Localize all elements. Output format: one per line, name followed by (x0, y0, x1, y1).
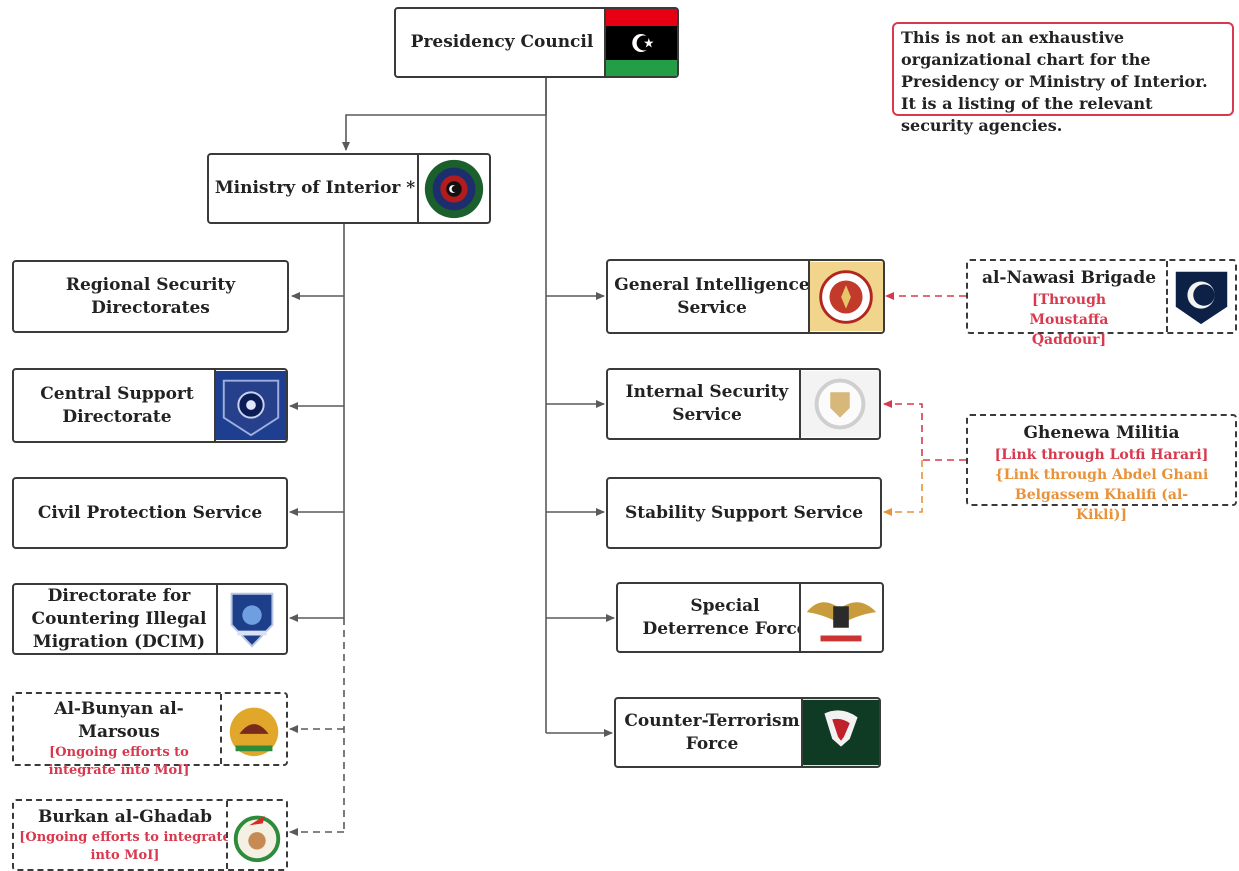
ghenewa-note-harari: [Link through Lotfi Harari] (994, 447, 1209, 463)
sss-label: Stability Support Service (624, 502, 864, 523)
gis-emblem-icon (808, 261, 883, 332)
interior-label: Ministry of Interior * (214, 178, 416, 198)
node-counter-terrorism: Counter-Terrorism Force (614, 697, 881, 768)
node-stability-support: Stability Support Service (606, 477, 882, 549)
edge-ghenewa-sss (883, 460, 923, 516)
node-al-nawasi: al-Nawasi Brigade [Through Moustaffa Qad… (966, 259, 1237, 348)
burkan-text: Burkan al-Ghadab [Ongoing efforts to int… (16, 806, 234, 865)
central-label: Central Support Directorate (40, 383, 194, 427)
bunyan-emblem-icon (220, 694, 286, 764)
ctf-emblem-icon (801, 699, 879, 766)
bunyan-note: [Ongoing efforts to integrate into MoI] (48, 745, 190, 778)
node-burkan: Burkan al-Ghadab [Ongoing efforts to int… (12, 799, 288, 871)
disclaimer-note: This is not an exhaustive organizational… (892, 22, 1234, 135)
presidency-label: Presidency Council (410, 32, 594, 52)
bunyan-name: Al-Bunyan al-Marsous (54, 699, 184, 742)
burkan-emblem-icon (226, 801, 286, 869)
node-general-intelligence: General Intelligence Service (606, 259, 885, 334)
civil-label: Civil Protection Service (37, 502, 263, 523)
nawasi-emblem-icon (1166, 261, 1235, 332)
node-ghenewa: Ghenewa Militia [Link through Lotfi Hara… (966, 414, 1237, 523)
sdf-label: Special Deterrence Force (642, 595, 808, 639)
ghenewa-note-kikli: {Link through Abdel Ghani Belgassem Khal… (994, 467, 1209, 523)
ctf-label: Counter-Terrorism Force (624, 710, 800, 754)
ghenewa-name: Ghenewa Militia (1023, 423, 1180, 443)
node-special-deterrence: Special Deterrence Force (616, 582, 884, 653)
node-civil-protection: Civil Protection Service (12, 477, 288, 549)
node-central-support: Central Support Directorate (12, 368, 288, 443)
burkan-note: [Ongoing efforts to integrate into MoI] (19, 830, 231, 863)
node-internal-security: Internal Security Service (606, 368, 881, 440)
sdf-emblem-icon (799, 584, 882, 651)
iss-emblem-icon (799, 370, 879, 438)
gis-label: General Intelligence Service (614, 274, 810, 318)
central-support-emblem-icon (214, 370, 286, 441)
node-presidency-council: Presidency Council (394, 7, 679, 78)
disclaimer-text: This is not an exhaustive organizational… (901, 28, 1208, 135)
dcim-emblem-icon (216, 585, 286, 653)
regional-label: Regional Security Directorates (65, 274, 236, 318)
iss-label: Internal Security Service (625, 382, 789, 425)
nawasi-note: [Through Moustaffa Qaddour] (1029, 292, 1109, 348)
node-dcim: Directorate for Countering Illegal Migra… (12, 583, 288, 655)
nawasi-text: al-Nawasi Brigade [Through Moustaffa Qad… (970, 267, 1168, 350)
node-regional-security: Regional Security Directorates (12, 260, 289, 333)
ministry-emblem-icon (417, 155, 489, 222)
ghenewa-text: Ghenewa Militia [Link through Lotfi Hara… (968, 422, 1235, 525)
edge-ghenewa-iss (883, 400, 966, 461)
node-ministry-of-interior: Ministry of Interior * (207, 153, 491, 224)
bunyan-text: Al-Bunyan al-Marsous [Ongoing efforts to… (16, 698, 222, 780)
nawasi-name: al-Nawasi Brigade (981, 268, 1157, 288)
burkan-name: Burkan al-Ghadab (38, 807, 212, 827)
libya-flag-icon (604, 9, 677, 76)
edge-presidency-interior (342, 78, 547, 151)
node-al-bunyan: Al-Bunyan al-Marsous [Ongoing efforts to… (12, 692, 288, 778)
dcim-label: Directorate for Countering Illegal Migra… (31, 585, 207, 652)
